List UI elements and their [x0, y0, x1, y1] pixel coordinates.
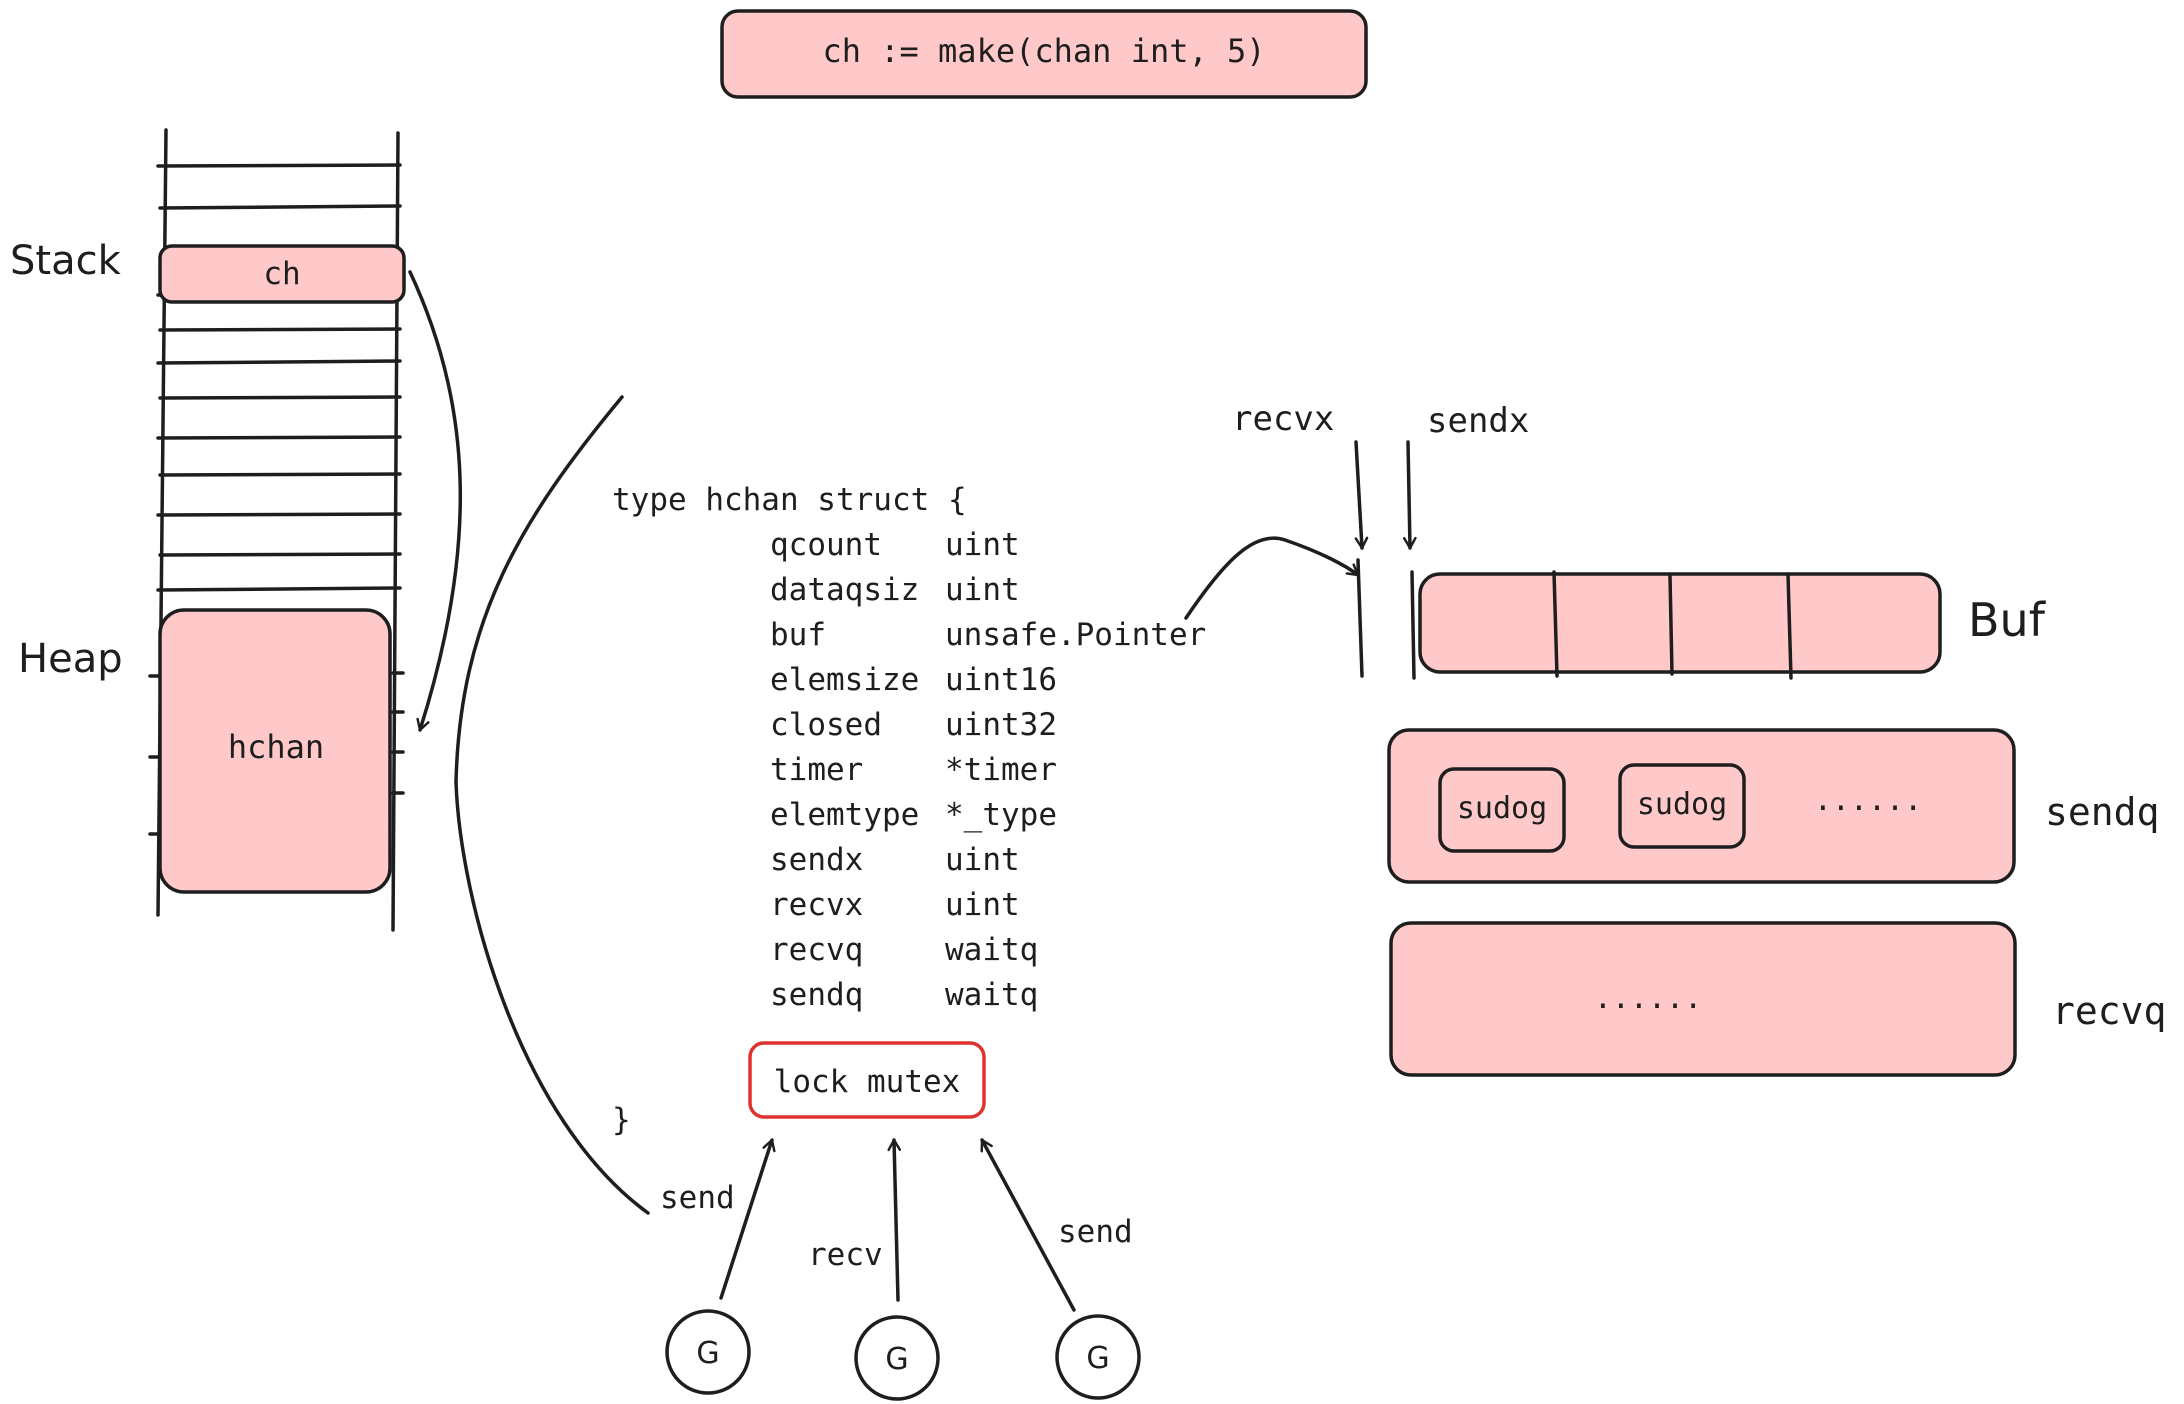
send-label: send	[1058, 1214, 1133, 1250]
field-type: uint	[945, 887, 1020, 923]
stack-rungs	[156, 163, 402, 592]
field-name: elemtype	[770, 797, 919, 833]
buf-label: Buf	[1968, 593, 2047, 647]
sendq-ellipsis: ......	[1814, 783, 1922, 818]
goroutines: G send G recv G send	[660, 1138, 1141, 1401]
hchan-struct-definition: type hchan struct { qcount uint dataqsiz…	[612, 482, 1206, 1138]
send-label: send	[660, 1180, 735, 1216]
send-arrow	[980, 1138, 1076, 1312]
goroutine-label: G	[1086, 1341, 1109, 1376]
goroutine-receiver: G recv	[808, 1138, 940, 1401]
field-name: recvx	[770, 887, 863, 923]
recvq-ellipsis: ......	[1594, 981, 1702, 1016]
field-type: waitq	[945, 977, 1038, 1013]
field-name: buf	[770, 617, 826, 653]
field-name: elemsize	[770, 662, 919, 698]
buf-pointer-arrow	[1184, 536, 1360, 620]
struct-brace	[454, 395, 650, 1215]
sendq-label: sendq	[2045, 790, 2159, 834]
field-name: timer	[770, 752, 863, 788]
sudog-label: sudog	[1637, 787, 1727, 822]
goroutine-sender-right: G send	[980, 1138, 1141, 1400]
field-name: sendq	[770, 977, 863, 1013]
field-name: qcount	[770, 527, 882, 563]
field-type: uint	[945, 842, 1020, 878]
ch-to-hchan-arrow	[408, 270, 463, 732]
heap-ticks	[148, 671, 405, 836]
field-type: uint32	[945, 707, 1057, 743]
field-type: uint	[945, 572, 1020, 608]
sendx-marker	[1410, 570, 1416, 680]
goroutine-sender-left: G send	[660, 1138, 776, 1395]
struct-header: type hchan struct {	[612, 482, 967, 518]
field-type: *timer	[945, 752, 1057, 788]
sendq-queue: sudog sudog ...... sendq	[1387, 728, 2159, 884]
hchan-block: hchan	[158, 608, 392, 894]
recv-label: recv	[808, 1237, 883, 1273]
field-name: sendx	[770, 842, 863, 878]
send-arrow	[719, 1138, 776, 1300]
ch-label: ch	[263, 256, 300, 292]
sendx-arrow	[1402, 440, 1417, 550]
make-chan-box: ch := make(chan int, 5)	[720, 9, 1368, 99]
buffer-slot-divider	[1786, 572, 1793, 680]
buffer-slots	[1418, 572, 1942, 674]
recv-arrow	[887, 1138, 902, 1302]
recvx-arrow	[1354, 440, 1369, 550]
recvq-label: recvq	[2052, 989, 2166, 1033]
lock-mutex-label: lock mutex	[774, 1064, 961, 1100]
lock-mutex-box: lock mutex	[748, 1041, 986, 1119]
make-chan-text: ch := make(chan int, 5)	[822, 32, 1265, 70]
field-name: recvq	[770, 932, 863, 968]
struct-closing-brace: }	[612, 1102, 631, 1138]
recvx-label: recvx	[1232, 399, 1334, 439]
field-type: *_type	[945, 797, 1057, 833]
buffer-slot-divider	[1552, 570, 1559, 678]
sudog-node: sudog	[1438, 767, 1566, 853]
stack-label: Stack	[10, 238, 122, 284]
field-type: uint16	[945, 662, 1057, 698]
hchan-label: hchan	[228, 728, 324, 766]
recvx-marker	[1356, 558, 1364, 678]
sudog-label: sudog	[1457, 791, 1547, 826]
field-type: uint	[945, 527, 1020, 563]
sendx-label: sendx	[1427, 401, 1529, 441]
buffer-slot-divider	[1668, 574, 1674, 676]
recvq-queue: ...... recvq	[1389, 921, 2166, 1077]
buffer: recvx sendx Buf	[1232, 399, 2047, 680]
goroutine-label: G	[885, 1342, 908, 1377]
field-name: dataqsiz	[770, 572, 919, 608]
field-type: waitq	[945, 932, 1038, 968]
sudog-node: sudog	[1618, 763, 1746, 849]
field-name: closed	[770, 707, 882, 743]
memory-column: Stack Heap ch hchan	[10, 128, 406, 932]
field-type: unsafe.Pointer	[945, 617, 1206, 653]
goroutine-label: G	[696, 1336, 719, 1371]
heap-label: Heap	[18, 636, 123, 682]
ch-cell: ch	[158, 244, 406, 304]
